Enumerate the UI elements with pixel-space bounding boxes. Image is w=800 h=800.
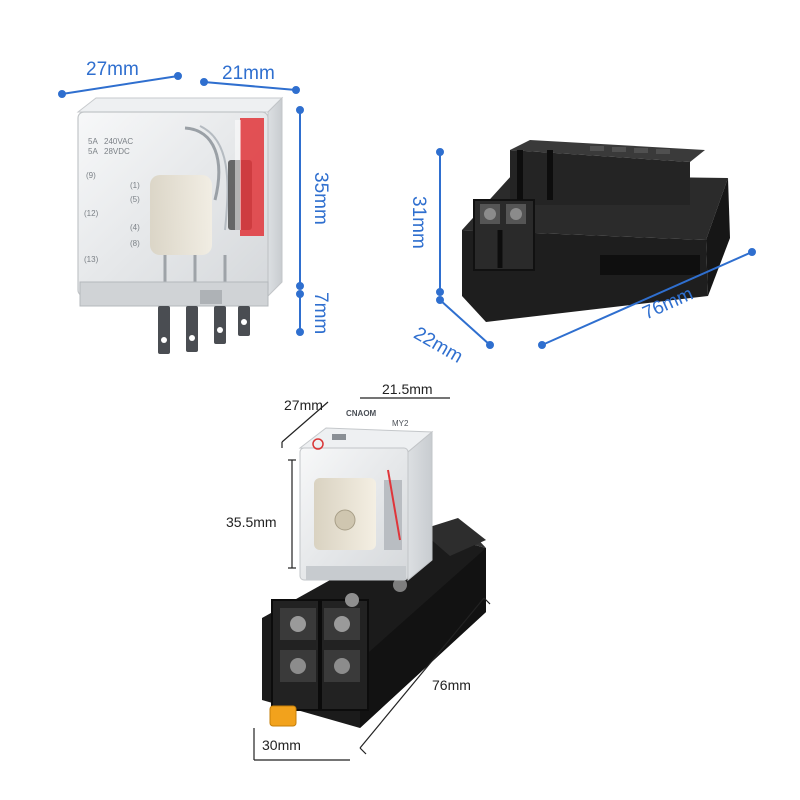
assembly-socket-length-label: 76mm [432, 677, 471, 693]
relay-height-label: 35mm [310, 172, 331, 225]
assembly-socket-width-label: 30mm [262, 737, 301, 753]
relay-model-marking: MY2 [392, 419, 409, 428]
assembly-relay-depth-label: 21.5mm [382, 381, 433, 397]
relay-marking-pin-4: (4) [130, 223, 140, 232]
relay-marking-voltage-ac: 240VAC [104, 137, 134, 146]
dimension-lines-bottom [253, 397, 491, 761]
relay-top-left [76, 96, 284, 354]
assembly-relay-height-label: 35.5mm [226, 514, 277, 530]
relay-marking-rating-b: 5A [88, 147, 98, 156]
relay-pin-length-label: 7mm [310, 292, 331, 335]
relay-width-label: 27mm [86, 59, 139, 80]
dimension-lines-top-right [436, 148, 756, 349]
relay-depth-label: 21mm [222, 63, 275, 84]
dimension-lines-top-left [58, 72, 304, 336]
relay-marking-pin-9: (9) [86, 171, 96, 180]
socket-height-label: 31mm [408, 196, 429, 249]
relay-marking-pin-12: (12) [84, 209, 99, 218]
relay-marking-pin-5: (5) [130, 195, 140, 204]
relay-marking-pin-13: (13) [84, 255, 99, 264]
assembly-relay-width-label: 27mm [284, 397, 323, 413]
relay-brand-marking: CNAOM [346, 409, 377, 418]
relay-socket-assembly [262, 427, 486, 728]
relay-marking-pin-1: (1) [130, 181, 140, 190]
relay-marking-rating-a: 5A [88, 137, 98, 146]
relay-marking-pin-8: (8) [130, 239, 140, 248]
relay-marking-voltage-dc: 28VDC [104, 147, 130, 156]
